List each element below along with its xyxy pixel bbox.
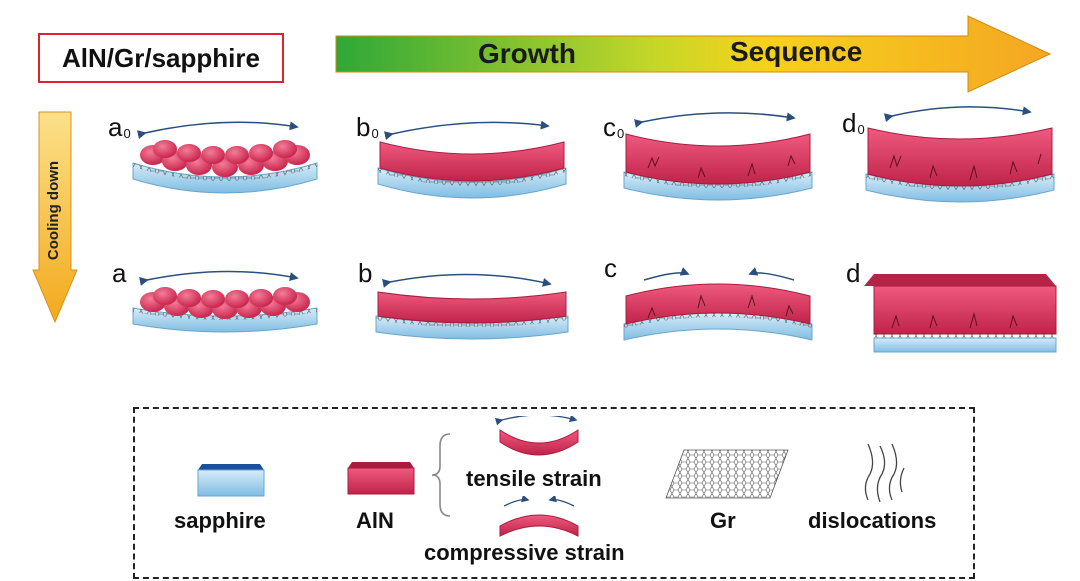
panel-a-illustration (132, 270, 318, 333)
legend-compressive-strain-icon (499, 496, 579, 537)
aln-film (873, 285, 1057, 335)
dislocation-lines (889, 153, 1042, 181)
legend-aln-label: AlN (356, 508, 394, 533)
panel-d-illustration (864, 274, 1057, 353)
legend-compressive-label: compressive strain (424, 540, 625, 565)
legend-graphene-icon (665, 449, 789, 499)
aln-film (625, 133, 811, 185)
panel-b0-illustration (377, 120, 567, 199)
aln-islands (140, 140, 310, 177)
legend-tensile-label: tensile strain (466, 466, 602, 491)
aln-islands (140, 287, 310, 319)
strain-arrow-left (643, 267, 690, 281)
panel-a0-illustration (132, 121, 318, 194)
label-b: b (358, 258, 373, 288)
graphene-layer (133, 163, 317, 181)
aln-film (867, 127, 1053, 187)
label-c0: c0 (603, 112, 625, 142)
aln-top-face (864, 274, 1056, 286)
graphene-layer (866, 174, 1054, 190)
label-b0: b0 (356, 112, 379, 142)
legend-tensile-strain-icon (494, 416, 579, 456)
graphene-layer (874, 334, 1056, 338)
strain-arrow (883, 106, 1032, 123)
cooling-label-wrap: Cooling down (0, 160, 116, 259)
graphene-layer (133, 308, 317, 320)
panel-b-illustration (375, 273, 569, 340)
panel-d0-illustration (865, 106, 1055, 203)
legend-brace (431, 433, 451, 517)
legend-box (133, 407, 975, 579)
legend-sapphire-icon (197, 464, 265, 497)
title-text: AlN/Gr/sapphire (62, 42, 260, 73)
strain-arrow (382, 273, 552, 288)
label-d0: d0 (842, 108, 865, 138)
graphene-layer (376, 316, 568, 327)
label-d: d (846, 258, 861, 288)
strain-arrow (634, 112, 796, 128)
legend-dislocations-label: dislocations (808, 508, 937, 533)
strain-arrow (383, 120, 550, 140)
legend-sapphire-label: sapphire (174, 508, 266, 533)
graphene-layer (378, 168, 566, 186)
label-c: c (604, 253, 617, 283)
legend-aln-icon (347, 462, 415, 495)
sapphire-layer (873, 337, 1057, 353)
cooling-down-arrow (32, 111, 78, 324)
label-a0: a0 (108, 112, 131, 142)
title-box: AlN/Gr/sapphire (38, 33, 284, 83)
sequence-label: Sequence (730, 36, 863, 67)
aln-film (379, 141, 565, 182)
strain-arrow-right (748, 267, 795, 281)
strain-arrow (139, 270, 299, 286)
legend-gr-label: Gr (710, 508, 736, 533)
strain-arrow (136, 121, 299, 139)
aln-film (625, 283, 811, 325)
label-a: a (112, 258, 127, 288)
legend-dislocations-icon (864, 443, 905, 503)
panel-c-illustration (623, 267, 813, 341)
growth-label: Growth (478, 38, 576, 69)
dislocation-lines (647, 154, 796, 179)
cooling-label: Cooling down (45, 160, 63, 260)
dislocation-lines (891, 312, 1018, 329)
panel-c0-illustration (623, 112, 813, 201)
dislocation-lines (647, 294, 794, 319)
aln-film (377, 291, 567, 324)
graphene-layer (624, 172, 812, 188)
graphene-layer (624, 313, 812, 328)
growth-sequence-arrow (335, 15, 1052, 93)
